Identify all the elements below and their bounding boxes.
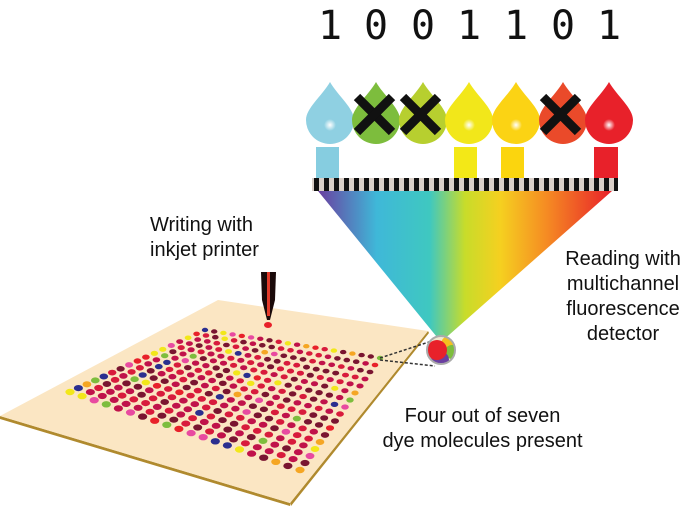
bit-digit: 1 [317,3,343,49]
x-mark-icon [399,93,442,136]
dye-drop-red [585,82,633,144]
zoom-callout-lines [379,340,436,367]
signal-bar-cyan [316,147,339,178]
dye-drop-cyan [306,82,354,144]
signal-bar-gold [501,147,524,178]
detector-signal-bars [316,147,618,178]
reading-label: Reading with multichannel fluorescence d… [548,247,698,347]
reading-label-line: detector [586,323,660,345]
spectrum-cone [318,191,612,342]
absent-marks [353,93,582,136]
dye-drop-gold [492,82,540,144]
bit-digit: 0 [550,3,576,49]
zoomed-dye-dot [426,335,456,365]
reading-label-line: multichannel [566,273,680,295]
x-mark-icon [539,93,582,136]
writing-label-line: Writing with [150,214,253,236]
bit-digit: 1 [596,3,622,49]
dye-count-label-line: Four out of seven [404,405,561,427]
signal-bar-yellow [454,147,477,178]
signal-bar-red [594,147,618,178]
bit-digit: 1 [456,3,482,49]
bit-digit: 0 [410,3,436,49]
inkjet-pen-icon [261,272,276,328]
reading-label-line: fluorescence [566,298,680,320]
bit-digit: 1 [503,3,529,49]
dye-count-label: Four out of seven dye molecules present [370,404,595,454]
writing-label-line: inkjet printer [150,239,259,261]
x-mark-icon [353,93,396,136]
dye-dot-grid [65,327,384,474]
detector-strip [312,178,618,191]
reading-label-line: Reading with [565,248,681,270]
dye-count-label-line: dye molecules present [382,430,583,452]
dye-drop-yellow [445,82,493,144]
bit-digit: 0 [363,3,389,49]
writing-label: Writing with inkjet printer [150,213,259,263]
dye-drops [306,82,633,144]
